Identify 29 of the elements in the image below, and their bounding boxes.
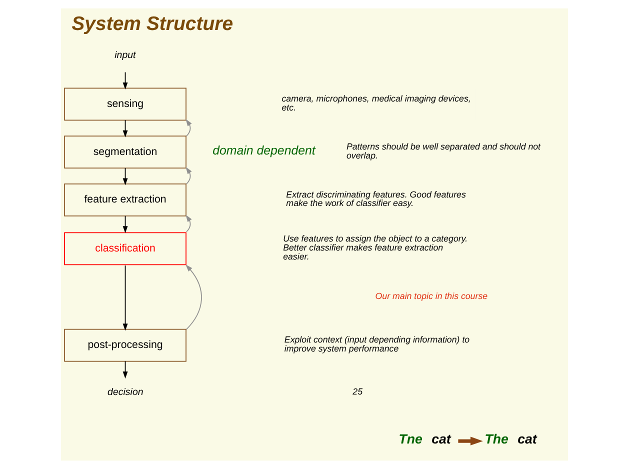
label: camera, microphones, medical imaging devices, etc. [282, 94, 471, 112]
label: Our main topic in this course [375, 290, 488, 301]
arrow [186, 119, 192, 137]
label: Use features to assign the object to a category. Better classifier makes feature extraction easier. [283, 234, 468, 262]
arrow [122, 120, 128, 138]
arrow [186, 264, 202, 330]
arrow [122, 215, 128, 234]
node-text: decision [108, 386, 144, 398]
label: Exploit context (input depending information) to improve system performance [284, 334, 470, 354]
arrow [458, 436, 483, 446]
node-text: input [114, 50, 136, 61]
node-text: The cat [484, 431, 537, 446]
arrow [122, 72, 128, 90]
arrow [186, 166, 192, 184]
label: Extract discriminating features. Good features make the work of classifier easy. [286, 189, 466, 208]
label: 25 [352, 386, 363, 397]
diagram-title: System Structure [72, 13, 234, 36]
node-box: segmentation [64, 136, 186, 168]
arrow [122, 360, 128, 379]
arrow [122, 168, 128, 186]
arrow [186, 214, 192, 232]
node-text: Tne cat [398, 431, 451, 446]
arrow [122, 265, 128, 331]
label: Patterns should be well separated and should not overlap. [346, 141, 541, 160]
node-box: classification [64, 232, 186, 266]
node-box: post-processing [64, 328, 186, 362]
node-box: feature extraction [64, 184, 186, 216]
node-box: sensing [64, 88, 186, 121]
label: domain dependent [212, 143, 316, 158]
